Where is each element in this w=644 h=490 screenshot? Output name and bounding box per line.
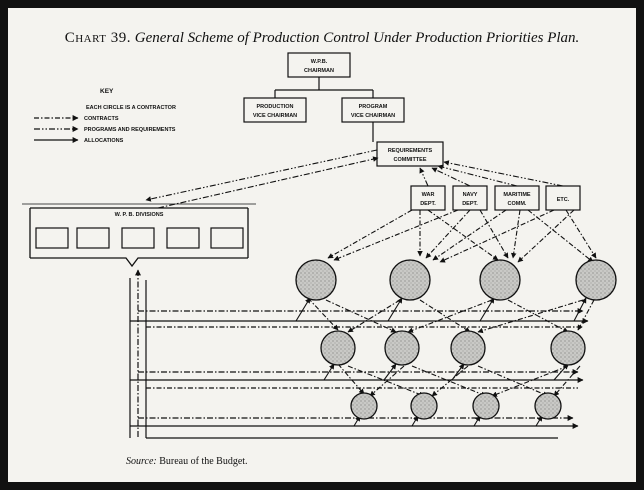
tier1-to-tier2-arrows (307, 297, 595, 334)
contractor-circle (550, 330, 586, 366)
svg-text:COMM.: COMM. (508, 201, 527, 207)
program-vice-chairman-box: PROGRAM VICE CHAIRMAN (341, 97, 405, 123)
contractor-circle (320, 330, 356, 366)
tier2-to-tier3-arrows (337, 363, 581, 397)
svg-text:CHAIRMAN: CHAIRMAN (304, 68, 334, 74)
source-label: Source: (126, 456, 157, 467)
contractor-circle (450, 330, 486, 366)
svg-text:VICE CHAIRMAN: VICE CHAIRMAN (253, 113, 297, 119)
committee-divisions-arrows (145, 149, 379, 209)
contractor-circle (410, 392, 438, 420)
maritime-comm-box: MARITIME COMM. (494, 185, 540, 211)
key-note: EACH CIRCLE IS A CONTRACTOR (86, 105, 176, 111)
division-trunk-lines (129, 269, 147, 438)
chart-title-text: General Scheme of Production Control Und… (134, 30, 580, 46)
contractor-circle (350, 392, 378, 420)
tier-flow-lines (130, 308, 589, 439)
wpb-divisions-label: W. P. B. DIVISIONS (115, 212, 164, 218)
division-box (121, 227, 155, 249)
contractor-circle (534, 392, 562, 420)
contractor-circle (295, 259, 337, 301)
svg-text:VICE CHAIRMAN: VICE CHAIRMAN (351, 113, 395, 119)
production-vice-chairman-box: PRODUCTION VICE CHAIRMAN (243, 97, 307, 123)
source-text: Bureau of the Budget. (159, 456, 248, 467)
svg-text:PROGRAM: PROGRAM (359, 104, 388, 110)
dept-to-committee-arrows (419, 160, 564, 187)
wpb-chairman-box: W.P.B. CHAIRMAN (287, 52, 351, 78)
contractor-circle (384, 330, 420, 366)
contractor-circle (479, 259, 521, 301)
division-box (210, 227, 244, 249)
chart-title: Chart 39. General Scheme of Production C… (8, 30, 636, 47)
svg-text:PRODUCTION: PRODUCTION (257, 104, 294, 110)
chart-page: Chart 39. General Scheme of Production C… (8, 8, 636, 482)
svg-text:REQUIREMENTS: REQUIREMENTS (388, 148, 433, 154)
svg-text:W.P.B.: W.P.B. (311, 59, 328, 65)
dept-to-contractor-arrows (327, 209, 597, 263)
division-box (35, 227, 69, 249)
division-box (166, 227, 200, 249)
navy-dept-box: NAVY DEPT. (452, 185, 488, 211)
chart-number: Chart 39. (64, 30, 131, 46)
key-heading: KEY (100, 88, 114, 95)
diagram-svg: KEY EACH CIRCLE IS A CONTRACTOR CONTRACT… (22, 52, 617, 439)
svg-text:ETC.: ETC. (557, 197, 570, 203)
key-allocations-label: ALLOCATIONS (84, 138, 124, 144)
war-dept-box: WAR DEPT. (410, 185, 446, 211)
contractor-circles (295, 259, 617, 420)
contractor-circle (575, 259, 617, 301)
key-legend: KEY EACH CIRCLE IS A CONTRACTOR CONTRACT… (34, 88, 176, 144)
source-note: Source: Bureau of the Budget. (126, 456, 248, 467)
svg-text:DEPT.: DEPT. (420, 201, 436, 207)
contractor-circle (389, 259, 431, 301)
svg-text:DEPT.: DEPT. (462, 201, 478, 207)
key-contracts-label: CONTRACTS (84, 116, 119, 122)
division-box (76, 227, 110, 249)
contractor-circle (472, 392, 500, 420)
etc-box: ETC. (545, 185, 581, 211)
svg-text:MARITIME: MARITIME (503, 192, 531, 198)
svg-text:WAR: WAR (422, 192, 435, 198)
key-programs-label: PROGRAMS AND REQUIREMENTS (84, 127, 176, 133)
requirements-committee-box: REQUIREMENTS COMMITTEE (376, 141, 444, 167)
wpb-divisions-panel: W. P. B. DIVISIONS (22, 203, 256, 268)
svg-text:NAVY: NAVY (463, 192, 478, 198)
svg-text:COMMITTEE: COMMITTEE (394, 157, 427, 163)
